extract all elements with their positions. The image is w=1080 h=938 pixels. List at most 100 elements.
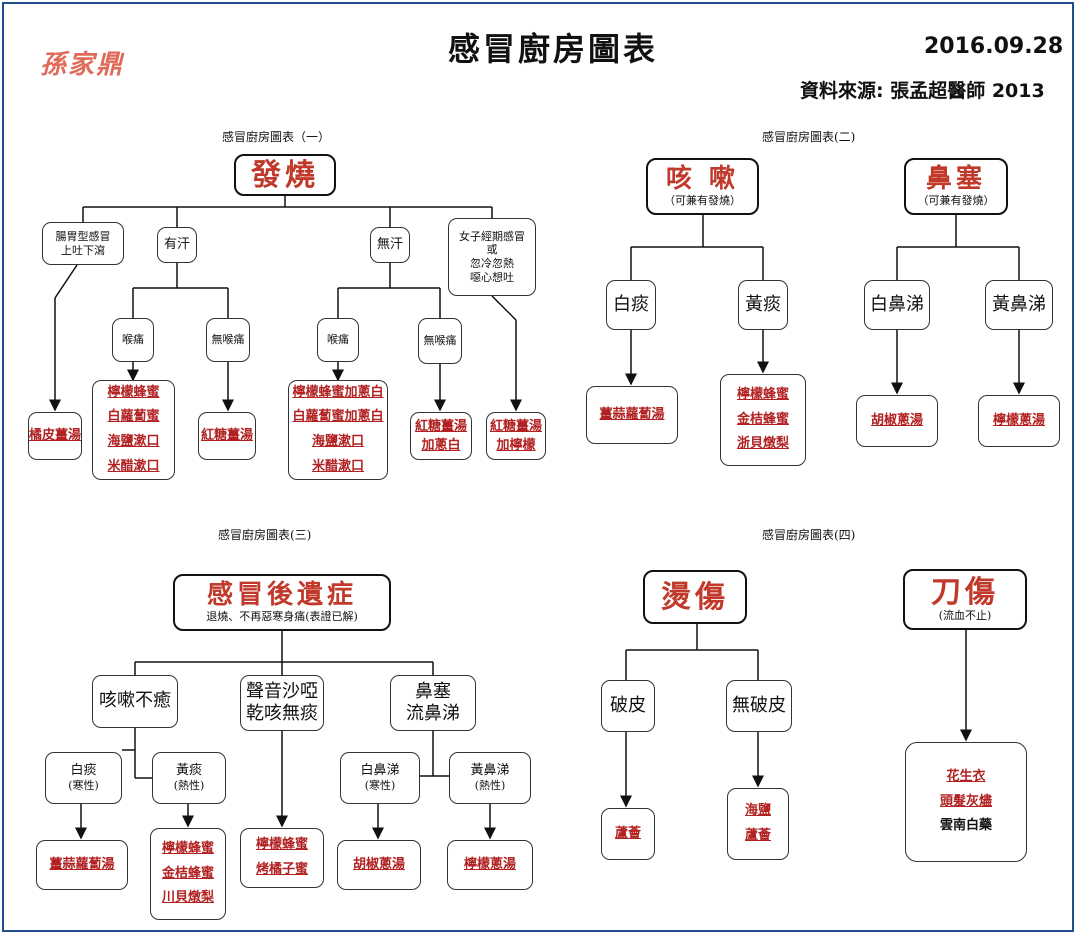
section1-title: 感冒廚房圖表（一） <box>222 130 331 144</box>
cold-phlegm-line1: 白痰 <box>70 763 97 778</box>
remedy-item: 檸檬蔥湯 <box>992 412 1045 428</box>
date-label: 2016.09.28 <box>924 34 1064 59</box>
remedy-item: 海鹽 <box>744 803 771 819</box>
gastro-flu-line2: 上吐下瀉 <box>61 243 105 257</box>
remedy-item: 海鹽漱口 <box>107 434 160 449</box>
cough-label: 咳 嗽 <box>665 164 740 195</box>
sweat-no-sore-throat-node: 無喉痛 <box>206 318 250 362</box>
fever-node: 發燒 <box>234 154 336 196</box>
burn-label: 燙傷 <box>661 579 729 615</box>
remedy-box-s3-1: 薑蒜蘿蔔湯 <box>36 840 128 890</box>
runny-nose-line1: 鼻塞 <box>415 680 451 702</box>
remedy-item: 蘆薈 <box>614 825 641 841</box>
cut-label: 刀傷 <box>931 575 999 611</box>
hot-phlegm-line1: 黃痰 <box>175 763 202 778</box>
cough-node: 咳 嗽 （可兼有發燒） <box>646 158 759 215</box>
hot-mucus-line1: 黃鼻涕 <box>470 763 510 778</box>
post-flu-sub: 退燒、不再惡寒身痛(表證已解) <box>206 609 358 623</box>
remedy-box-s3-2: 檸檬蜂蜜 金桔蜂蜜 川貝燉梨 <box>150 828 226 920</box>
remedy-box-n1: 胡椒蔥湯 <box>856 395 938 447</box>
remedy-item: 紅糖薑湯 <box>414 418 467 434</box>
nosweat-no-sore-throat-node: 無喉痛 <box>418 318 462 364</box>
sweat-sore-throat-node: 喉痛 <box>112 318 154 362</box>
source-label: 資料來源: 張孟超醫師 2013 <box>800 80 1045 102</box>
hot-mucus-line2: (熱性) <box>474 779 506 793</box>
remedy-item: 檸檬蜂蜜 <box>736 386 789 402</box>
cold-mucus-line1: 白鼻涕 <box>360 763 400 778</box>
post-flu-label: 感冒後遺症 <box>206 580 357 611</box>
nosweat-no-sore-throat-label: 無喉痛 <box>423 334 457 348</box>
cough-sub: （可兼有發燒） <box>664 193 741 207</box>
cold-phlegm-node: 白痰 (寒性) <box>45 752 122 804</box>
cut-node: 刀傷 (流血不止) <box>903 569 1027 630</box>
remedy-box-3: 紅糖薑湯 <box>198 412 256 460</box>
cold-mucus-node: 白鼻涕 (寒性) <box>340 752 420 804</box>
remedy-item: 雲南白藥 <box>939 818 992 834</box>
sweat-no-sore-throat-label: 無喉痛 <box>211 333 245 347</box>
burn-node: 燙傷 <box>643 570 747 624</box>
remedy-item: 紅糖薑湯 <box>200 427 253 443</box>
nasal-label: 鼻塞 <box>925 164 986 195</box>
gastro-flu-line1: 腸胃型感冒 <box>55 229 111 243</box>
remedy-item: 烤橘子蜜 <box>255 862 308 877</box>
remedy-box-1: 橘皮薑湯 <box>28 412 82 460</box>
nosweat-sore-throat-node: 喉痛 <box>317 318 359 362</box>
white-phlegm-node: 白痰 <box>606 280 656 330</box>
remedy-box-2: 檸檬蜂蜜 白蘿蔔蜜 海鹽漱口 米醋漱口 <box>92 380 175 480</box>
runny-nose-node: 鼻塞 流鼻涕 <box>390 675 476 731</box>
remedy-box-s3-3: 檸檬蜂蜜 烤橘子蜜 <box>240 828 324 888</box>
remedy-box-c2: 檸檬蜂蜜 金桔蜂蜜 浙貝燉梨 <box>720 374 806 466</box>
remedy-item: 紅糖薑湯 <box>489 418 542 434</box>
gastro-flu-node: 腸胃型感冒 上吐下瀉 <box>42 222 124 265</box>
remedy-box-n2: 檸檬蔥湯 <box>978 395 1060 447</box>
remedy-item: 頭髮灰燼 <box>939 793 992 809</box>
menstrual-flu-line3: 忽冷忽熱 <box>470 257 514 270</box>
remedy-item: 檸檬蜂蜜 <box>161 840 214 856</box>
remedy-item: 蘆薈 <box>744 828 771 843</box>
cut-sub: (流血不止) <box>938 609 992 623</box>
persistent-cough-node: 咳嗽不癒 <box>92 675 178 728</box>
unbroken-skin-node: 無破皮 <box>726 680 792 732</box>
remedy-item: 檸檬蜂蜜 <box>255 837 308 853</box>
menstrual-flu-line4: 噁心想吐 <box>470 270 514 284</box>
remedy-box-6: 紅糖薑湯 加檸檬 <box>486 412 546 460</box>
hoarse-voice-node: 聲音沙啞 乾咳無痰 <box>240 675 324 731</box>
nasal-sub: （可兼有發燒） <box>917 193 995 207</box>
remedy-item: 米醋漱口 <box>311 458 364 474</box>
menstrual-flu-line2: 或 <box>486 243 498 257</box>
remedy-item: 檸檬蜂蜜 <box>107 384 160 400</box>
cold-phlegm-line2: (寒性) <box>68 779 99 793</box>
remedy-item: 薑蒜蘿蔔湯 <box>49 856 115 872</box>
remedy-item: 金桔蜂蜜 <box>161 865 214 881</box>
menstrual-flu-node: 女子經期感冒 或 忽冷忽熱 噁心想吐 <box>448 218 536 296</box>
remedy-item: 白蘿蔔蜜 <box>107 409 160 425</box>
hoarse-voice-line1: 聲音沙啞 <box>246 680 318 702</box>
sweat-label: 有汗 <box>163 236 190 252</box>
nasal-node: 鼻塞 （可兼有發燒） <box>904 158 1008 215</box>
hot-mucus-node: 黃鼻涕 (熱性) <box>449 752 531 804</box>
remedy-box-s4-2: 海鹽 蘆薈 <box>727 788 789 860</box>
persistent-cough-label: 咳嗽不癒 <box>99 690 171 712</box>
remedy-item: 胡椒蔥湯 <box>352 856 405 872</box>
cold-mucus-line2: (寒性) <box>364 779 396 793</box>
remedy-item: 白蘿蔔蜜加蔥白 <box>292 409 384 425</box>
white-phlegm-label: 白痰 <box>613 293 649 315</box>
hot-phlegm-node: 黃痰 (熱性) <box>152 752 226 804</box>
remedy-item: 米醋漱口 <box>107 458 160 474</box>
remedy-item: 浙貝燉梨 <box>736 436 789 452</box>
remedy-item: 胡椒蔥湯 <box>870 412 923 428</box>
section4-title: 感冒廚房圖表(四) <box>762 528 856 542</box>
remedy-item: 檸檬蔥湯 <box>463 856 516 872</box>
sweat-node: 有汗 <box>157 227 197 263</box>
remedy-box-5: 紅糖薑湯 加蔥白 <box>410 412 472 460</box>
section2-title: 感冒廚房圖表(二) <box>762 130 856 144</box>
page-title: 感冒廚房圖表 <box>448 30 659 68</box>
remedy-item: 加蔥白 <box>421 438 461 453</box>
runny-nose-line2: 流鼻涕 <box>406 703 460 724</box>
remedy-item: 川貝燉梨 <box>161 890 214 906</box>
remedy-item: 金桔蜂蜜 <box>736 411 789 427</box>
white-mucus-label: 白鼻涕 <box>870 293 924 315</box>
hoarse-voice-line2: 乾咳無痰 <box>246 703 318 724</box>
menstrual-flu-line1: 女子經期感冒 <box>459 229 525 243</box>
